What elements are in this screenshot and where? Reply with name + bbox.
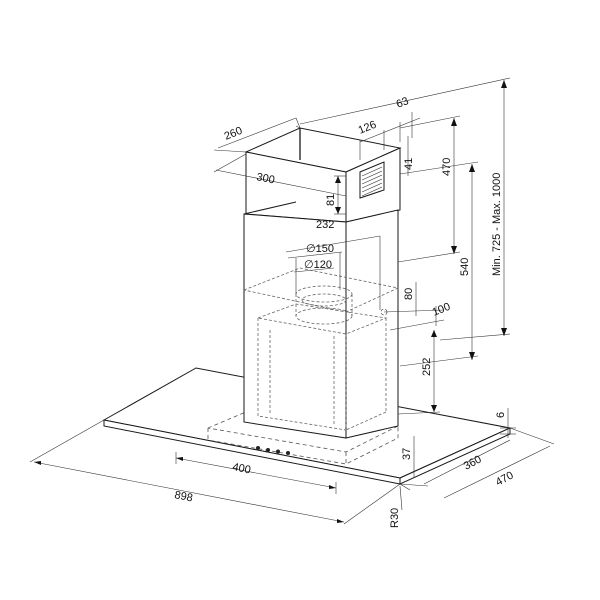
dim-81: 81	[325, 194, 337, 206]
dim-470-top: 470	[441, 158, 453, 176]
dimension-arrows	[34, 80, 507, 523]
lower-housing-outline	[207, 405, 400, 465]
dim-r30: R30	[389, 508, 401, 528]
dim-37: 37	[401, 448, 413, 460]
dim-41: 41	[403, 158, 415, 170]
dim-470-depth: 470	[494, 469, 516, 488]
dimension-lines	[29, 77, 555, 525]
dim-898: 898	[173, 489, 193, 504]
dim-diameter-150: ∅150	[306, 243, 334, 255]
dim-diameter-120: ∅120	[304, 259, 332, 271]
dim-260: 260	[223, 125, 245, 143]
dim-126: 126	[357, 119, 379, 137]
dim-360: 360	[462, 453, 484, 472]
dim-400: 400	[231, 461, 251, 476]
dim-100: 100	[431, 301, 453, 319]
dim-6: 6	[495, 412, 507, 418]
dim-232: 232	[316, 219, 334, 231]
vent-grille	[359, 161, 385, 199]
dimension-labels: 260 126 63 41 470 300 81 232 ∅150 ∅120 5…	[173, 95, 515, 528]
control-buttons	[256, 446, 290, 455]
dim-80: 80	[403, 288, 415, 300]
dim-300: 300	[255, 171, 275, 186]
dim-252: 252	[421, 358, 433, 376]
dim-height-range: Min. 725 - Max. 1000	[491, 173, 503, 276]
dim-540: 540	[459, 258, 471, 276]
dim-63: 63	[395, 95, 411, 111]
